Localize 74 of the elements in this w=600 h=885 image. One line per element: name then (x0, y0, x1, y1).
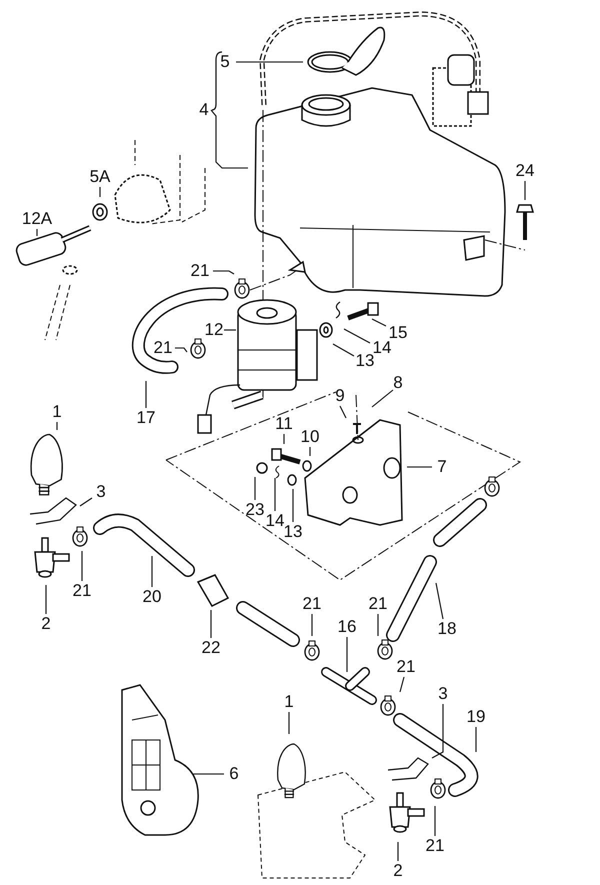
callout-number: 18 (438, 620, 456, 638)
leader-line (340, 406, 346, 418)
callout-number: 4 (199, 101, 209, 119)
callout-number: 16 (338, 618, 356, 636)
leader-line (346, 637, 348, 672)
leader-line (274, 478, 276, 511)
leader-line (283, 434, 285, 444)
callout-number: 5A (90, 168, 110, 186)
leader-line (236, 61, 303, 63)
leader-line (151, 556, 153, 587)
leader-line (377, 614, 379, 636)
leader-line (210, 110, 248, 169)
callout-number: 2 (41, 615, 51, 633)
callout-number: 1 (52, 403, 62, 421)
leader-line (80, 498, 92, 506)
callout-number: 21 (72, 582, 92, 600)
callout-number: 12 (204, 321, 224, 339)
callout-number: 21 (154, 339, 172, 357)
leader-line (432, 704, 444, 758)
callout-number: 12A (22, 210, 52, 228)
leader-line (213, 270, 234, 274)
leader-line (175, 347, 188, 352)
leader-line (210, 610, 212, 638)
callout-number: 9 (335, 387, 345, 405)
leader-line (399, 676, 405, 692)
callout-number: 21 (426, 837, 444, 855)
callout-number: 7 (437, 458, 447, 476)
leader-line (332, 344, 354, 356)
callout-number: 24 (516, 162, 534, 180)
leader-line (435, 582, 444, 620)
callout-number: 13 (284, 523, 302, 541)
callout-number: 21 (302, 595, 322, 613)
leader-line (372, 318, 386, 326)
leader-line (524, 181, 526, 200)
leader-line (288, 712, 290, 734)
callout-number: 20 (142, 588, 162, 606)
callout-number: 2 (393, 862, 403, 880)
callout-number: 15 (388, 324, 408, 342)
callout-number: 8 (393, 374, 403, 392)
callout-number: 13 (356, 352, 374, 370)
leader-line (309, 447, 311, 456)
callout-number: 19 (466, 708, 486, 726)
callout-number: 17 (136, 409, 156, 427)
callout-number: 5 (220, 53, 230, 71)
leader-line (407, 466, 432, 468)
leader-line (224, 329, 236, 331)
leader-line (254, 477, 256, 500)
leader-line (81, 551, 83, 581)
callout-number: 6 (229, 765, 239, 783)
leader-line (145, 381, 147, 408)
leader-line (292, 489, 294, 522)
callout-number: 21 (396, 658, 416, 676)
leader-line (99, 187, 101, 197)
callout-number: 21 (368, 595, 388, 613)
callout-number: 22 (202, 639, 220, 657)
callout-number: 3 (96, 483, 106, 501)
leader-line (397, 842, 399, 861)
leader-line (193, 773, 224, 775)
leader-line (372, 390, 394, 408)
callout-number: 10 (300, 428, 320, 446)
callout-number: 3 (438, 685, 448, 703)
leader-line (344, 328, 370, 344)
callout-number: 21 (190, 262, 210, 280)
callout-number: 14 (372, 339, 392, 357)
leader-line (475, 727, 477, 752)
callout-number: 23 (246, 501, 264, 519)
leader-line (434, 806, 436, 836)
callout-number: 1 (284, 693, 294, 711)
leader-line (56, 422, 58, 430)
leader-line (36, 229, 38, 236)
callout-number: 14 (266, 512, 284, 530)
leader-line (311, 614, 313, 636)
callout-number: 11 (275, 415, 293, 433)
leader-line (45, 585, 47, 614)
